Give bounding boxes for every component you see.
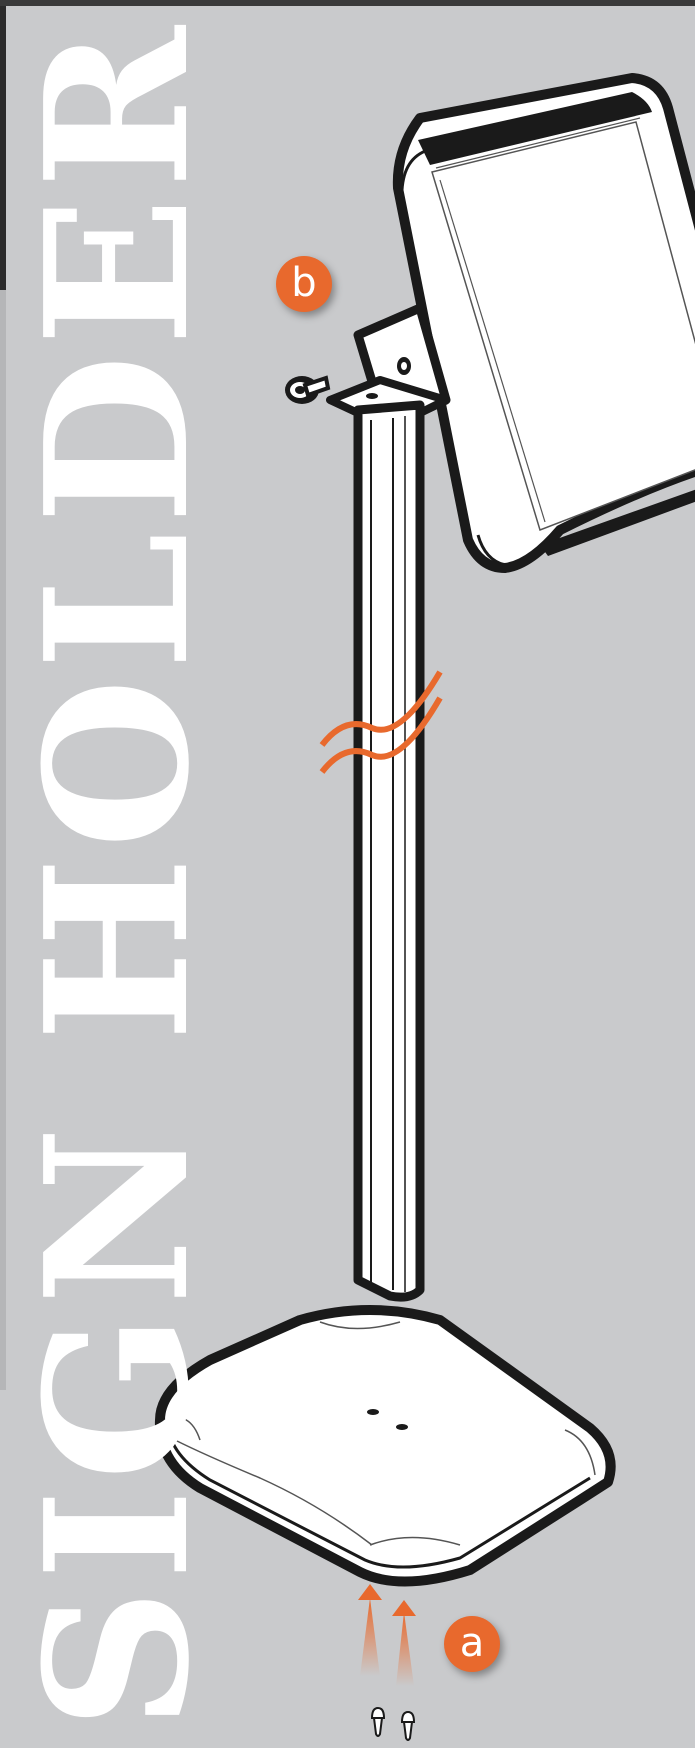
screw-icon — [372, 1708, 414, 1740]
step-badge-a: a — [444, 1616, 500, 1672]
up-arrow-icon — [358, 1584, 416, 1686]
pole-icon — [358, 405, 420, 1297]
sign-frame-icon — [398, 78, 695, 568]
bolt-icon — [285, 376, 328, 404]
top-edge-strip — [0, 0, 695, 6]
page-title: SIGN HOLDER — [20, 18, 216, 1730]
step-badge-b: b — [276, 256, 332, 312]
